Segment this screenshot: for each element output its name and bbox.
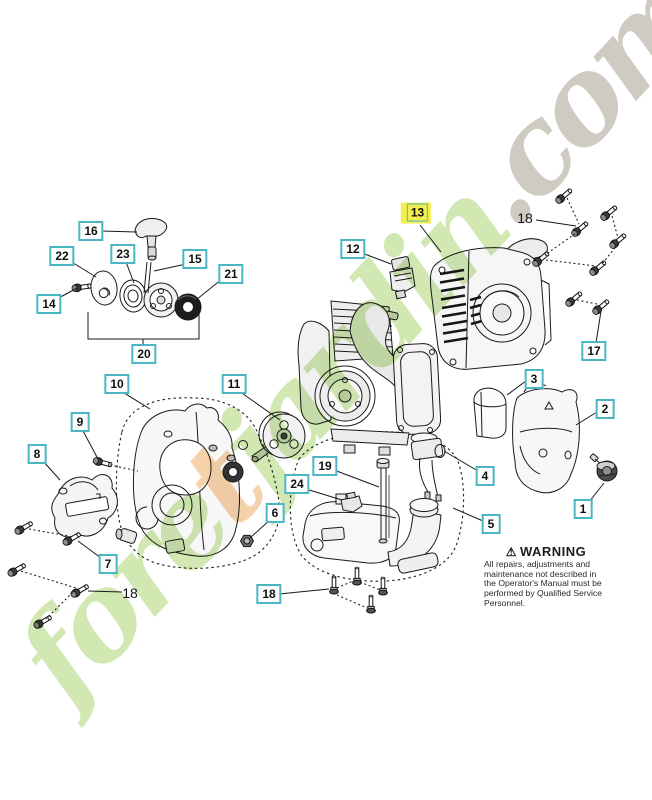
part-number: 9 xyxy=(76,415,84,429)
part-callout-11[interactable]: 11 xyxy=(221,374,247,394)
part-number: 11 xyxy=(227,377,241,391)
part-number: 3 xyxy=(530,372,538,386)
part-callout-7[interactable]: 7 xyxy=(98,554,118,574)
tank-assembly-outline xyxy=(289,431,465,582)
part-number: 19 xyxy=(318,459,332,473)
part-number: 15 xyxy=(188,252,202,266)
part-callout-10[interactable]: 10 xyxy=(104,374,130,394)
part-filter-cover xyxy=(512,383,580,494)
part-number: 21 xyxy=(224,267,238,281)
part-callout-15[interactable]: 15 xyxy=(182,249,208,269)
part-engine-block xyxy=(297,300,442,456)
part-starter-assembly xyxy=(70,218,202,346)
dotted-outlines xyxy=(115,397,465,582)
part-number: 2 xyxy=(601,402,609,416)
part-callout-20[interactable]: 20 xyxy=(131,344,157,364)
part-callout-21[interactable]: 21 xyxy=(218,264,244,284)
part-callout-4[interactable]: 4 xyxy=(475,466,495,486)
leader-lines xyxy=(42,219,605,595)
part-pulley-ring xyxy=(174,293,202,321)
part-intake-duct xyxy=(387,498,442,574)
part-callout-2[interactable]: 2 xyxy=(595,399,615,419)
part-fuel-line xyxy=(376,458,390,544)
part-grommet-24 xyxy=(340,491,363,513)
part-cover-knob xyxy=(589,453,618,482)
part-starter-rope xyxy=(143,261,152,294)
part-number: 24 xyxy=(290,477,304,491)
warning-title: ⚠WARNING xyxy=(484,544,608,559)
part-number: 5 xyxy=(487,517,495,531)
part-fuel-tank xyxy=(239,458,442,574)
part-number: 12 xyxy=(346,242,360,256)
part-number: 18 xyxy=(262,587,276,601)
part-callout-9[interactable]: 9 xyxy=(70,412,90,432)
part-callout-13[interactable]: 13 xyxy=(400,202,432,224)
part-callout-18[interactable]: 18 xyxy=(517,211,533,225)
part-starter-cover xyxy=(429,238,552,370)
part-number: 13 xyxy=(406,203,429,222)
part-number: 8 xyxy=(33,447,41,461)
part-number: 18 xyxy=(517,210,533,226)
warning-body-text: All repairs, adjustments and maintenance… xyxy=(484,559,602,608)
part-blower-housing xyxy=(115,403,248,557)
part-callout-16[interactable]: 16 xyxy=(78,221,104,241)
part-callout-1[interactable]: 1 xyxy=(573,499,593,519)
part-callout-18[interactable]: 18 xyxy=(122,586,138,600)
part-number: 20 xyxy=(137,347,151,361)
part-mount-plate xyxy=(51,474,118,538)
part-callout-5[interactable]: 5 xyxy=(481,514,501,534)
part-callout-19[interactable]: 19 xyxy=(312,456,338,476)
dotted-connectors xyxy=(20,197,619,620)
part-number: 23 xyxy=(116,247,130,261)
part-number: 4 xyxy=(481,469,489,483)
part-callout-12[interactable]: 12 xyxy=(340,239,366,259)
warning-icon: ⚠ xyxy=(505,545,517,559)
part-number: 22 xyxy=(55,249,69,263)
part-callout-6[interactable]: 6 xyxy=(265,503,285,523)
part-number: 6 xyxy=(271,506,279,520)
part-callout-17[interactable]: 17 xyxy=(581,341,607,361)
part-starter-pawl xyxy=(389,256,416,300)
part-number: 18 xyxy=(122,585,138,601)
part-callout-18[interactable]: 18 xyxy=(256,584,282,604)
part-callout-23[interactable]: 23 xyxy=(110,244,136,264)
part-starter-handle xyxy=(134,218,168,261)
part-number: 14 xyxy=(42,297,56,311)
warning-box: ⚠WARNING All repairs, adjustments and ma… xyxy=(484,544,608,609)
part-number: 7 xyxy=(104,557,112,571)
part-carburetor xyxy=(410,432,446,502)
part-filter-foam xyxy=(473,387,507,439)
warning-title-text: WARNING xyxy=(519,544,587,559)
part-number: 10 xyxy=(110,377,124,391)
part-callout-22[interactable]: 22 xyxy=(49,246,75,266)
part-callout-3[interactable]: 3 xyxy=(524,369,544,389)
part-clutch-drum xyxy=(251,411,306,463)
part-starter-dog xyxy=(115,528,138,544)
part-callout-8[interactable]: 8 xyxy=(27,444,47,464)
part-number: 1 xyxy=(579,502,587,516)
part-starter-pulley xyxy=(143,282,179,318)
part-rope-guide-disc xyxy=(90,270,118,306)
part-callout-24[interactable]: 24 xyxy=(284,474,310,494)
part-number: 17 xyxy=(587,344,601,358)
part-number: 16 xyxy=(84,224,98,238)
part-callout-14[interactable]: 14 xyxy=(36,294,62,314)
